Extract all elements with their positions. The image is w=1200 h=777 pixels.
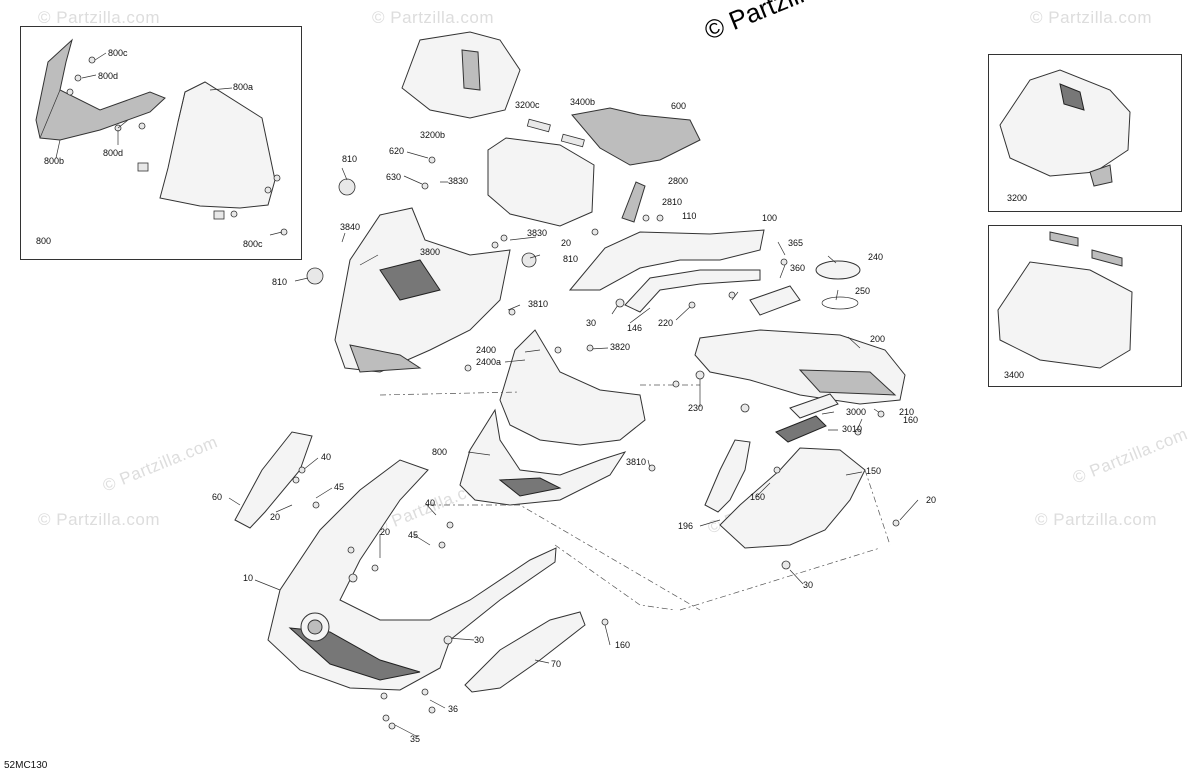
callout: 70 (551, 659, 562, 669)
callout: 30 (803, 580, 814, 590)
headlight-housing-icon (334, 207, 511, 373)
callout: 620 (389, 146, 405, 156)
callout: 20 (380, 527, 391, 537)
watermark: © Partzilla.com (38, 8, 161, 27)
side-trim-left-icon (234, 431, 313, 529)
callout: 45 (408, 530, 419, 540)
callout: 2400 (476, 345, 497, 355)
side-panel-upper-icon (568, 229, 765, 291)
watermark: © Partzilla.com (1030, 8, 1153, 27)
callout: 3400 (1004, 370, 1025, 380)
storage-bin-icon (487, 137, 595, 227)
callout: 160 (750, 492, 766, 502)
callout: 3010 (842, 424, 863, 434)
callout: 146 (627, 323, 643, 333)
callout: 3800 (420, 247, 441, 257)
callout: 2800 (668, 176, 689, 186)
windshield-bracket-icon (35, 38, 166, 141)
front-fairing-icon (267, 459, 557, 691)
bracket-icon (621, 181, 646, 223)
callout: 30 (474, 635, 485, 645)
callout: 3840 (340, 222, 361, 232)
tank-cover-icon (694, 329, 906, 405)
callout: 240 (868, 252, 884, 262)
vent-plate-icon (775, 415, 827, 443)
callout: 100 (762, 213, 778, 223)
callout: 800b (44, 156, 65, 166)
watermark: © Partzilla.com (1035, 510, 1158, 529)
callout: 800d (103, 148, 124, 158)
callout: 196 (678, 521, 694, 531)
trim-strip-icon (624, 269, 761, 313)
callout: 40 (425, 498, 436, 508)
callout: 3810 (528, 299, 549, 309)
watermark: © Partzilla.com (372, 8, 495, 27)
callout: 20 (270, 512, 281, 522)
callout: 160 (903, 415, 919, 425)
knee-pad-icon (704, 439, 751, 513)
callout: 810 (272, 277, 288, 287)
callout: 150 (866, 466, 882, 476)
fastener-icon (66, 56, 288, 236)
diagram-code: 52MC130 (4, 760, 48, 771)
latch-plate-icon (749, 285, 801, 316)
callout: 3830 (448, 176, 469, 186)
storage-cover-icon (401, 31, 521, 119)
storage-panel-icon (571, 107, 701, 166)
callout: 3830 (527, 228, 548, 238)
callout: 600 (671, 101, 687, 111)
callout: 3820 (610, 342, 631, 352)
callout: 800a (233, 82, 254, 92)
fastener-icon (292, 156, 900, 730)
callout: 800 (432, 447, 448, 457)
callout: 45 (334, 482, 345, 492)
callout: 20 (926, 495, 937, 505)
callout: 2810 (662, 197, 683, 207)
callout: 800c (243, 239, 263, 249)
callout: 20 (561, 238, 572, 248)
callout: 110 (682, 211, 697, 221)
callout: 810 (563, 254, 579, 264)
callout: 630 (386, 172, 402, 182)
vent-grille-icon (789, 393, 839, 419)
callout: 360 (790, 263, 806, 273)
callout: 30 (586, 318, 597, 328)
callout: 220 (658, 318, 674, 328)
callout: 60 (212, 492, 223, 502)
callout: 800 (36, 236, 52, 246)
callout: 3200b (420, 130, 446, 140)
side-trim-right-icon (464, 611, 586, 693)
callout: 36 (448, 704, 459, 714)
callout: 3000 (846, 407, 867, 417)
callout: 365 (788, 238, 804, 248)
callout: 10 (243, 573, 254, 583)
callout: 35 (410, 734, 421, 744)
callout: 160 (615, 640, 631, 650)
callout: 230 (688, 403, 704, 413)
callout: 210 (899, 407, 915, 417)
windshield-icon (159, 81, 276, 209)
callout: 800d (98, 71, 119, 81)
mid-fairing-icon (499, 329, 646, 446)
callout: 250 (855, 286, 871, 296)
callout: 3810 (626, 457, 647, 467)
callout: 200 (870, 334, 886, 344)
callout: 800c (108, 48, 128, 58)
glovebox-lid-icon (999, 69, 1131, 187)
callout: 40 (321, 452, 332, 462)
glovebox-icon (997, 231, 1133, 369)
callout: 2400a (476, 357, 502, 367)
callout: 3400b (570, 97, 596, 107)
callout: 3200c (515, 100, 540, 110)
callout: 3200 (1007, 193, 1028, 203)
watermark: © Partzilla.com (38, 510, 161, 529)
callout: 810 (342, 154, 358, 164)
